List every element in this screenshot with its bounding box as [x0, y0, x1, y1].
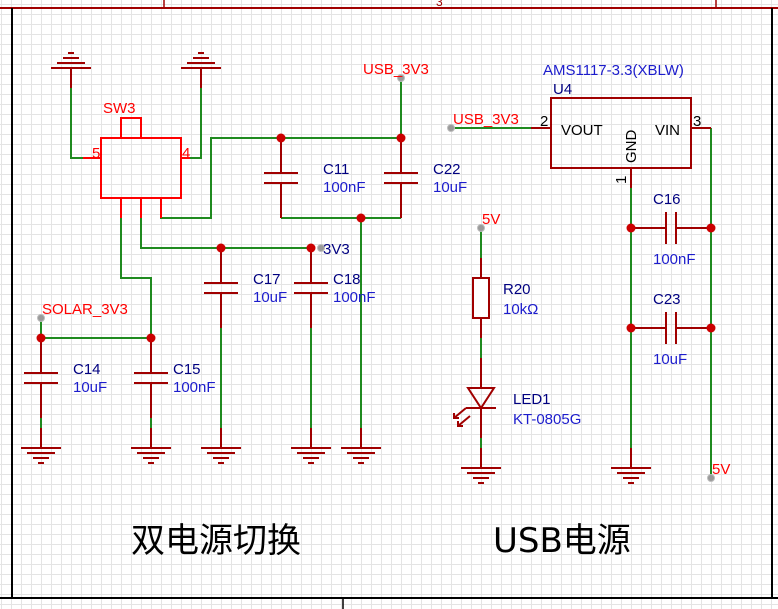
switch-sw3[interactable] [83, 117, 190, 218]
c23-designator: C23 [653, 291, 681, 308]
c11-value: 100nF [323, 179, 366, 196]
u4-designator: U4 [553, 81, 572, 98]
c18-designator: C18 [333, 271, 361, 288]
led1-value: KT-0805G [513, 411, 581, 428]
c15-designator: C15 [173, 361, 201, 378]
sw3-pin-4: 4 [182, 145, 190, 162]
frame-zone-label: 3 [436, 0, 443, 9]
net-label-solar-3v3: SOLAR_3V3 [42, 301, 128, 318]
c22-designator: C22 [433, 161, 461, 178]
section-title-usb-power: USB电源 [493, 521, 631, 561]
c11-designator: C11 [323, 161, 349, 178]
ground-icon [291, 447, 331, 464]
c14-designator: C14 [73, 361, 101, 378]
capacitor-c17-icon [204, 282, 238, 294]
ground-icon [51, 52, 91, 69]
c17-designator: C17 [253, 271, 281, 288]
u4-pin-gnd: GND [623, 130, 640, 164]
c16-designator: C16 [653, 191, 681, 208]
capacitor-c16-icon [665, 212, 677, 244]
c17-value: 10uF [253, 289, 287, 306]
sw3-pin-5: 5 [92, 145, 100, 162]
net-label-5v-u4: 5V [712, 461, 730, 478]
r20-value: 10kΩ [503, 301, 538, 318]
light-arrow-icon [453, 407, 467, 419]
net-label-3v3: 3V3 [323, 241, 350, 258]
ground-icon [341, 447, 381, 464]
led1-designator: LED1 [513, 391, 551, 408]
ground-icon [181, 52, 221, 69]
c15-value: 100nF [173, 379, 216, 396]
c23-value: 10uF [653, 351, 687, 368]
section-title-dual-power: 双电源切换 [131, 521, 301, 561]
net-label-usb-3v3-u4: USB_3V3 [453, 111, 519, 128]
capacitor-c18-icon [294, 282, 328, 294]
capacitor-c23-icon [665, 312, 677, 344]
net-label-5v-led: 5V [482, 211, 500, 228]
resistor-r20[interactable] [472, 277, 490, 319]
ground-icon [131, 447, 171, 464]
regulator-u4[interactable] [550, 97, 692, 169]
c18-value: 100nF [333, 289, 376, 306]
c16-value: 100nF [653, 251, 696, 268]
led-led1[interactable] [453, 387, 496, 427]
junctions [36, 133, 716, 343]
net-ports [37, 74, 715, 482]
u4-pin-vout: VOUT [561, 122, 603, 139]
ground-icon [611, 467, 651, 484]
u4-value: AMS1117-3.3(XBLW) [543, 62, 684, 79]
capacitor-c11-icon [264, 172, 298, 184]
sw3-designator: SW3 [103, 100, 136, 117]
capacitor-plates [24, 172, 677, 384]
c22-value: 10uF [433, 179, 467, 196]
c14-value: 10uF [73, 379, 107, 396]
capacitor-c22-icon [384, 172, 418, 184]
capacitor-c15-icon [134, 372, 168, 384]
ground-icon [461, 467, 501, 484]
u4-pin-num-1: 1 [613, 176, 630, 184]
r20-designator: R20 [503, 281, 531, 298]
component-leads [40, 68, 711, 468]
ground-icon [201, 447, 241, 464]
net-label-usb-3v3-top: USB_3V3 [363, 61, 429, 78]
capacitor-c14-icon [24, 372, 58, 384]
u4-pin-num-3: 3 [693, 113, 701, 130]
u4-pin-num-2: 2 [540, 113, 548, 130]
ground-symbols [21, 52, 651, 484]
u4-pin-vin: VIN [655, 122, 680, 139]
ground-icon [21, 447, 61, 464]
